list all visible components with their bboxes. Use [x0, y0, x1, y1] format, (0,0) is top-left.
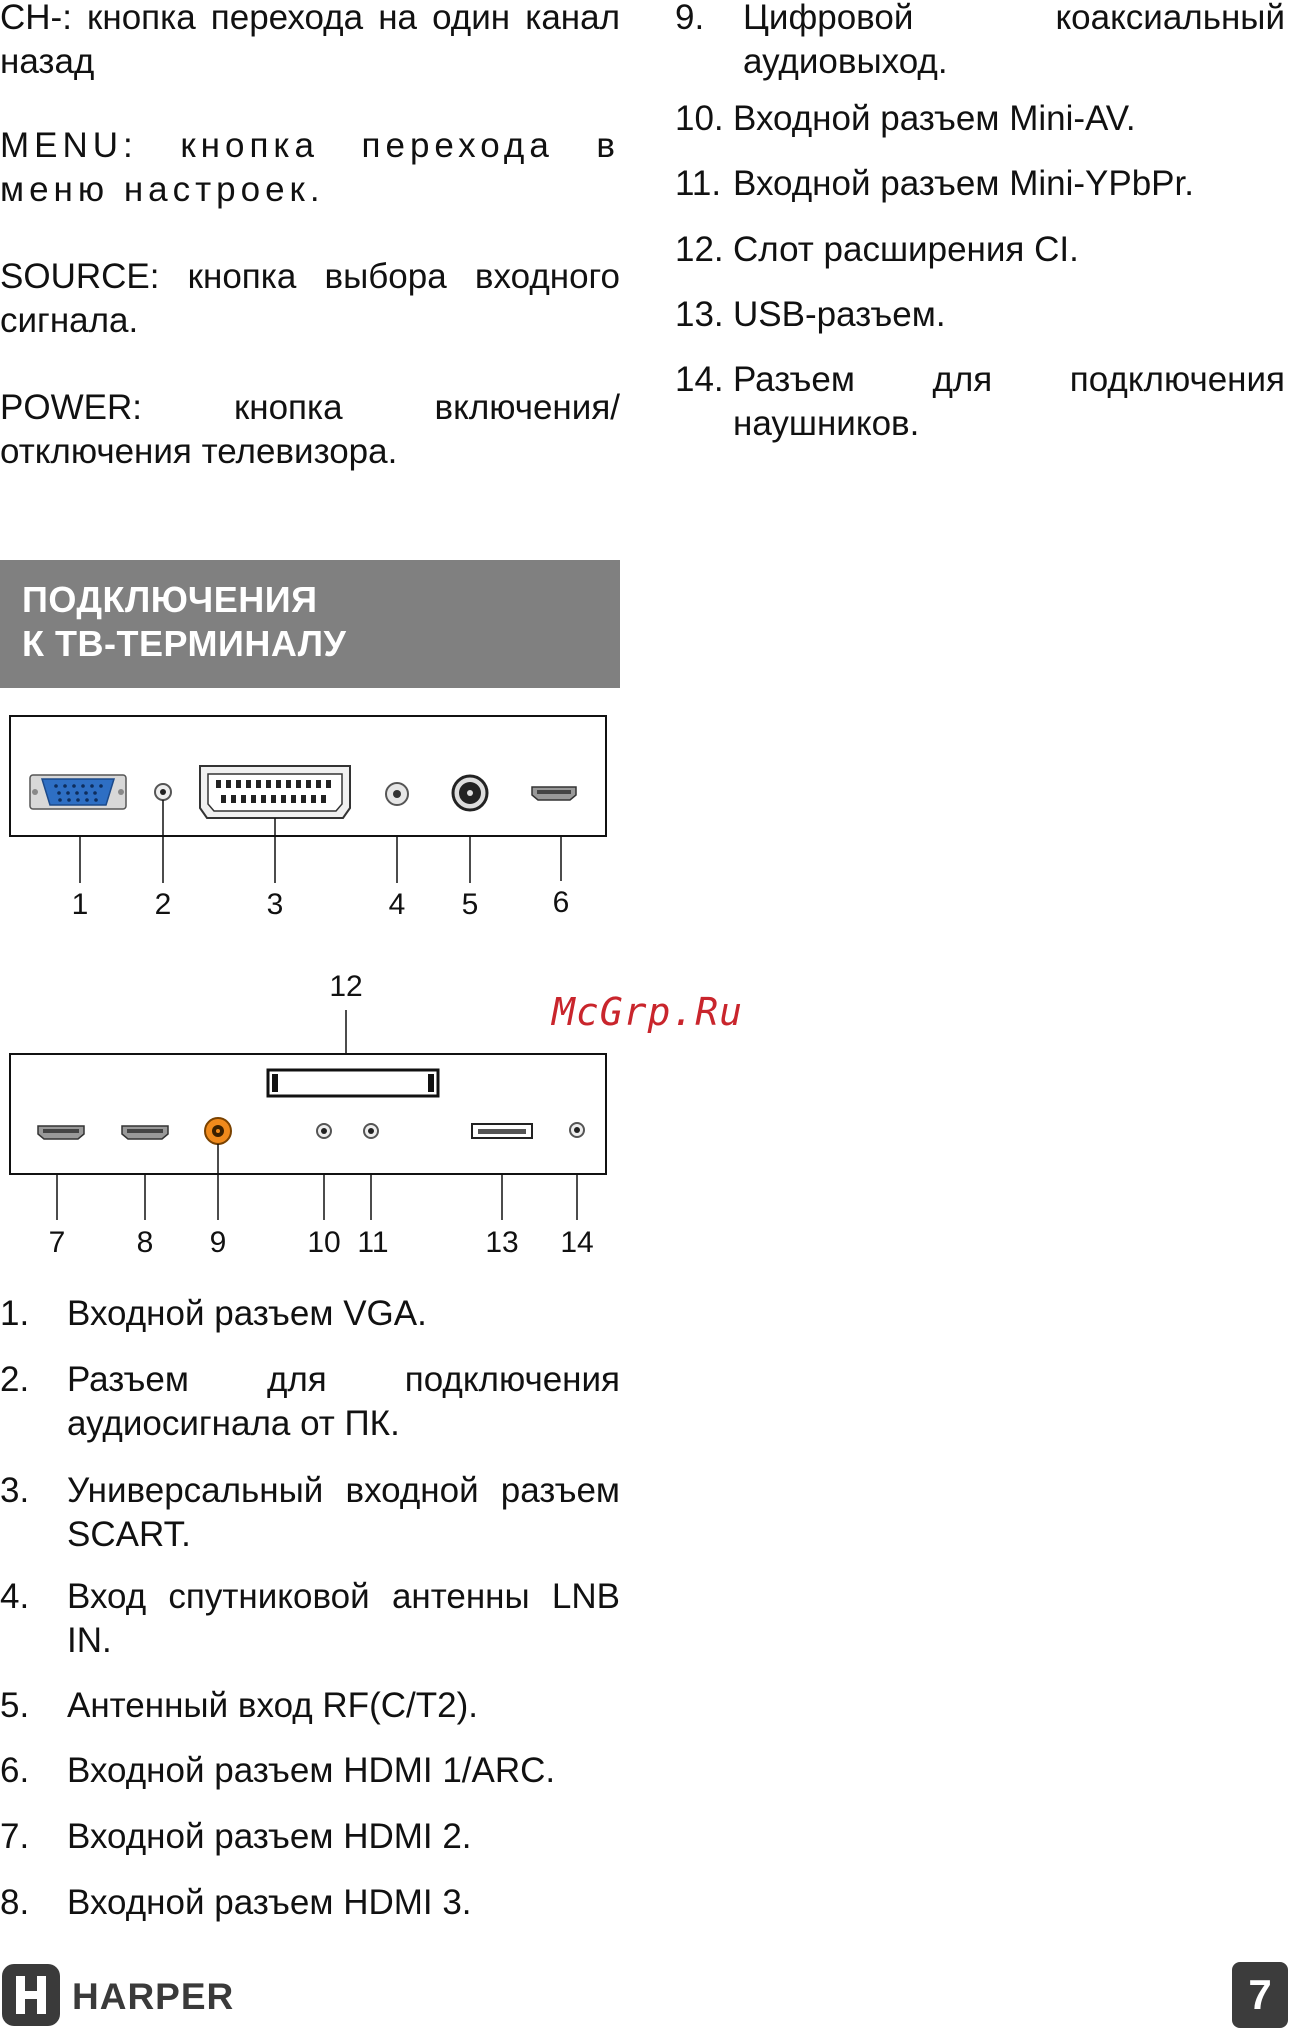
list-item-text: Антенный вход RF(C/T2).	[67, 1686, 478, 1725]
list-item-number: 12.	[675, 230, 724, 269]
list-item-number: 7.	[0, 1817, 30, 1856]
list-item-text: Входной разъем VGA.	[67, 1294, 427, 1333]
section-title-line-1: ПОДКЛЮЧЕНИЯ	[22, 579, 318, 620]
callout-label: 11	[357, 1226, 388, 1259]
list-item-text: Вход спутниковой антенны LNB IN.	[67, 1577, 620, 1660]
lnb-in-port-icon	[385, 782, 409, 806]
list-item-number: 10.	[675, 99, 724, 138]
section-header: ПОДКЛЮЧЕНИЯ К ТВ-ТЕРМИНАЛУ	[0, 560, 620, 688]
list-item-text: Разъем для подключения аудиосигнала от П…	[67, 1360, 620, 1443]
callout-label: 14	[560, 1226, 593, 1259]
list-item-text: Универсальный входной разъем SCART.	[67, 1471, 620, 1554]
desc-menu: MENU: кнопка перехода в меню настроек.	[0, 126, 620, 209]
ci-slot-icon	[266, 1068, 440, 1098]
list-item-number: 6.	[0, 1751, 30, 1790]
vga-port-icon	[29, 774, 127, 810]
list-item-number: 14.	[675, 360, 724, 399]
callout-label: 1	[72, 888, 89, 921]
list-item-text: Входной разъем HDMI 1/ARC.	[67, 1751, 556, 1790]
scart-port-icon	[199, 765, 351, 819]
pc-audio-jack-icon	[154, 783, 172, 801]
brand-name: HARPER	[72, 1976, 235, 2017]
mini-ypbpr-jack-icon	[363, 1123, 379, 1139]
callout-label: 8	[137, 1226, 154, 1259]
list-item-number: 8.	[0, 1883, 30, 1922]
section-title-line-2: К ТВ-ТЕРМИНАЛУ	[22, 623, 347, 664]
desc-ch-minus: CH-: кнопка перехода на один канал назад	[0, 0, 620, 81]
hdmi2-port-icon	[37, 1125, 85, 1140]
callout-label: 13	[485, 1226, 518, 1259]
coaxial-audio-out-icon	[204, 1117, 232, 1145]
desc-source: SOURCE: кнопка выбора входного сигнала.	[0, 257, 620, 340]
list-item-number: 13.	[675, 295, 724, 334]
rf-antenna-port-icon	[451, 774, 489, 812]
headphone-jack-icon	[569, 1122, 585, 1138]
list-item-number: 9.	[675, 0, 705, 37]
list-item-number: 2.	[0, 1360, 30, 1399]
list-item-text: USB-разъем.	[733, 295, 946, 334]
callout-label: 5	[462, 888, 479, 921]
hdmi3-port-icon	[121, 1125, 169, 1140]
list-item-text: Разъем для подключения наушников.	[733, 360, 1285, 443]
callout-label: 7	[49, 1226, 66, 1259]
list-item-text: Входной разъем HDMI 2.	[67, 1817, 472, 1856]
connector-panel-top: 1 2 3 4 5 6	[9, 715, 607, 921]
callout-label: 9	[210, 1226, 227, 1259]
list-item-number: 3.	[0, 1471, 30, 1510]
list-item-text: Цифровой коаксиальный аудиовыход.	[743, 0, 1285, 81]
page-number-badge: 7	[1232, 1962, 1288, 2028]
mini-av-jack-icon	[316, 1123, 332, 1139]
list-item-text: Входной разъем Mini-YPbPr.	[733, 164, 1194, 203]
callout-label: 10	[307, 1226, 340, 1259]
callout-label: 4	[389, 888, 406, 921]
usb-port-icon	[471, 1123, 533, 1139]
list-item-number: 11.	[675, 164, 722, 203]
list-item-text: Слот расширения CI.	[733, 230, 1079, 269]
callout-label: 2	[155, 888, 172, 921]
desc-power: POWER: кнопка включения/отключения телев…	[0, 388, 620, 471]
watermark: McGrp.Ru	[552, 990, 744, 1034]
hdmi1-arc-port-icon	[531, 786, 577, 801]
list-item-text: Входной разъем HDMI 3.	[67, 1883, 472, 1922]
list-item-number: 5.	[0, 1686, 30, 1725]
callout-label: 6	[553, 886, 570, 919]
list-item-number: 4.	[0, 1577, 30, 1616]
callout-label: 12	[329, 970, 362, 1003]
callout-label: 3	[267, 888, 284, 921]
harper-logo-icon	[2, 1964, 60, 2026]
connector-panel-bottom: 12	[9, 970, 607, 1259]
list-item-number: 1.	[0, 1294, 30, 1333]
list-item-text: Входной разъем Mini-AV.	[733, 99, 1136, 138]
